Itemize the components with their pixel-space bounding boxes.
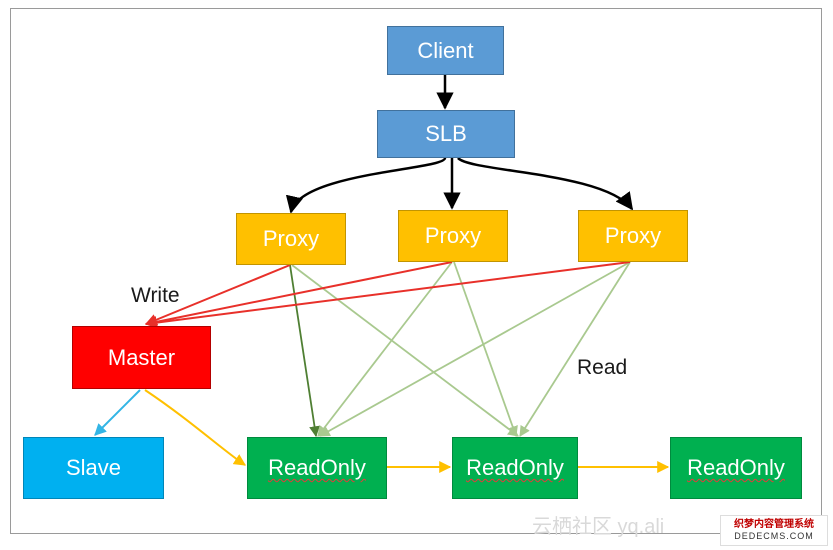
edge-slb-proxy-1 bbox=[285, 156, 447, 214]
node-client: Client bbox=[387, 26, 504, 75]
node-slave: Slave bbox=[23, 437, 164, 499]
edge-master-readonly-1 bbox=[144, 389, 247, 466]
readonly-2-label: ReadOnly bbox=[466, 455, 564, 480]
edge-read-p2-r2 bbox=[453, 261, 518, 438]
node-readonly-1: ReadOnly bbox=[247, 437, 387, 499]
edge-write-p3-master bbox=[144, 261, 631, 329]
watermark-text: 云栖社区 yq.ali bbox=[532, 516, 665, 538]
watermark-badge-en: DEDECMS.COM bbox=[734, 531, 814, 541]
edge-read-p2-r1 bbox=[317, 261, 453, 437]
edge-slb-proxy-3 bbox=[457, 156, 634, 211]
edge-read-p3-r2 bbox=[519, 261, 631, 437]
edge-read-p3-r1 bbox=[319, 261, 631, 437]
edge-label-write: Write bbox=[131, 284, 180, 307]
node-slb: SLB bbox=[377, 110, 515, 158]
node-readonly-3: ReadOnly bbox=[670, 437, 802, 499]
readonly-1-label: ReadOnly bbox=[268, 455, 366, 480]
edge-write-p1-master bbox=[144, 264, 291, 326]
edge-label-read: Read bbox=[577, 356, 628, 379]
node-readonly-2: ReadOnly bbox=[452, 437, 578, 499]
node-master: Master bbox=[72, 326, 211, 389]
watermark-badge-cn: 织梦内容管理系统 bbox=[734, 519, 814, 530]
watermark-badge: 织梦内容管理系统 DEDECMS.COM bbox=[720, 515, 828, 546]
edge-read-p1-r2 bbox=[291, 264, 519, 437]
node-proxy-2: Proxy bbox=[398, 210, 508, 262]
node-proxy-3: Proxy bbox=[578, 210, 688, 262]
readonly-3-label: ReadOnly bbox=[687, 455, 785, 480]
edge-write-p2-master bbox=[144, 261, 453, 328]
edge-master-slave bbox=[94, 389, 141, 436]
node-proxy-1: Proxy bbox=[236, 213, 346, 265]
